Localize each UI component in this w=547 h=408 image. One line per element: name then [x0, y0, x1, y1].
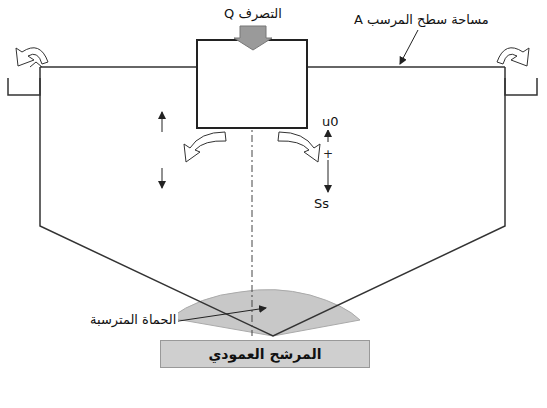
sludge-label: الحماة المترسبة — [88, 312, 178, 328]
node-text: المرشح العمودي — [208, 346, 321, 362]
surface-area-label: مساحة سطح المرسب A — [352, 12, 491, 28]
flow-label: التصرف Q — [222, 6, 284, 22]
velocity-label: u0 — [320, 114, 341, 130]
svg-text:+: + — [323, 147, 333, 161]
settling-velocity-label: Ss — [312, 196, 331, 212]
filter-band: المرشح العمودي — [160, 340, 370, 368]
